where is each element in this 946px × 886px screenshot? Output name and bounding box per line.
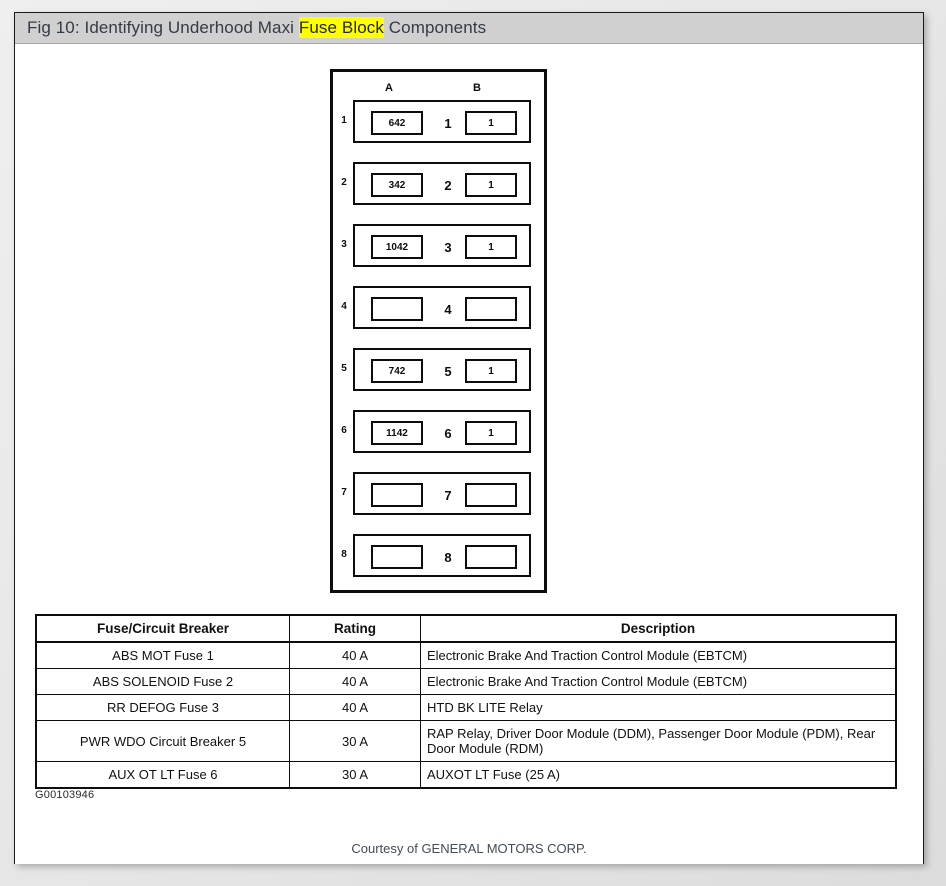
figure-title-bar: Fig 10: Identifying Underhood Maxi Fuse … bbox=[15, 13, 923, 44]
fuse-cavity-number: 6 bbox=[444, 425, 452, 441]
fuse-slot-a: 342 bbox=[371, 173, 423, 197]
cell-description: RAP Relay, Driver Door Module (DDM), Pas… bbox=[420, 720, 897, 762]
fuse-row: 4 bbox=[353, 286, 531, 329]
fuse-component-table: Fuse/Circuit Breaker Rating Description … bbox=[35, 614, 897, 789]
column-header-fuse-circuit-breaker: Fuse/Circuit Breaker bbox=[35, 614, 290, 643]
cell-rating: 30 A bbox=[289, 761, 421, 789]
cell-fuse-circuit-breaker: ABS MOT Fuse 1 bbox=[35, 641, 290, 669]
cell-rating: 30 A bbox=[289, 720, 421, 762]
fuse-slot-a bbox=[371, 545, 423, 569]
fuse-cavity-number: 4 bbox=[444, 301, 452, 317]
cell-fuse-circuit-breaker: RR DEFOG Fuse 3 bbox=[35, 694, 290, 721]
fuse-cavity-number: 1 bbox=[444, 115, 452, 131]
fuse-row-number: 1 bbox=[341, 115, 347, 126]
fuse-slot-b: 1 bbox=[465, 111, 517, 135]
figure-title-suffix: Components bbox=[383, 18, 487, 37]
cell-description: AUXOT LT Fuse (25 A) bbox=[420, 761, 897, 789]
fuse-slot-a bbox=[371, 297, 423, 321]
column-header-description: Description bbox=[420, 614, 897, 643]
fuse-slot-a bbox=[371, 483, 423, 507]
cell-rating: 40 A bbox=[289, 641, 421, 669]
fuse-slot-b: 1 bbox=[465, 359, 517, 383]
table-header: Fuse/Circuit Breaker Rating Description bbox=[35, 614, 897, 643]
fuse-row: 8 bbox=[353, 534, 531, 577]
document-frame: Fig 10: Identifying Underhood Maxi Fuse … bbox=[14, 12, 924, 864]
fuse-row-number: 2 bbox=[341, 177, 347, 188]
fuse-slot-a: 1042 bbox=[371, 235, 423, 259]
fuse-cavity-number: 7 bbox=[444, 487, 452, 503]
fuse-row-number: 7 bbox=[341, 487, 347, 498]
column-header-rating: Rating bbox=[289, 614, 421, 643]
fuse-slot-a: 742 bbox=[371, 359, 423, 383]
cell-description: Electronic Brake And Traction Control Mo… bbox=[420, 668, 897, 695]
fuse-cavity-number: 3 bbox=[444, 239, 452, 255]
fuse-block-column-header-b: B bbox=[473, 82, 481, 94]
fuse-row-number: 8 bbox=[341, 549, 347, 560]
fuse-slot-b: 1 bbox=[465, 173, 517, 197]
fuse-cavity-number: 5 bbox=[444, 363, 452, 379]
courtesy-attribution: Courtesy of GENERAL MOTORS CORP. bbox=[351, 841, 587, 856]
figure-reference-code: G00103946 bbox=[35, 789, 95, 801]
fuse-slot-b: 1 bbox=[465, 421, 517, 445]
cell-fuse-circuit-breaker: AUX OT LT Fuse 6 bbox=[35, 761, 290, 789]
fuse-row-number: 6 bbox=[341, 425, 347, 436]
fuse-slot-b bbox=[465, 545, 517, 569]
cell-rating: 40 A bbox=[289, 694, 421, 721]
fuse-row-number: 3 bbox=[341, 239, 347, 250]
cell-rating: 40 A bbox=[289, 668, 421, 695]
fuse-row-number: 5 bbox=[341, 363, 347, 374]
figure-title-prefix: Fig 10: Identifying Underhood Maxi bbox=[27, 18, 299, 37]
fuse-cavity-number: 8 bbox=[444, 549, 452, 565]
search-highlight: Fuse Block bbox=[298, 17, 384, 38]
fuse-cavity-number: 2 bbox=[444, 177, 452, 193]
fuse-slot-a: 642 bbox=[371, 111, 423, 135]
table-header-row: Fuse/Circuit Breaker Rating Description bbox=[35, 614, 897, 643]
fuse-slot-a: 1142 bbox=[371, 421, 423, 445]
fuse-row-number: 4 bbox=[341, 301, 347, 312]
fuse-slot-b bbox=[465, 483, 517, 507]
page-title: Fig 10: Identifying Underhood Maxi Fuse … bbox=[15, 17, 487, 38]
fuse-block-column-header-a: A bbox=[385, 82, 393, 94]
cell-fuse-circuit-breaker: ABS SOLENOID Fuse 2 bbox=[35, 668, 290, 695]
cell-description: HTD BK LITE Relay bbox=[420, 694, 897, 721]
fuse-slot-b bbox=[465, 297, 517, 321]
cell-description: Electronic Brake And Traction Control Mo… bbox=[420, 641, 897, 669]
fuse-slot-b: 1 bbox=[465, 235, 517, 259]
fuse-row: 7 bbox=[353, 472, 531, 515]
cell-fuse-circuit-breaker: PWR WDO Circuit Breaker 5 bbox=[35, 720, 290, 762]
